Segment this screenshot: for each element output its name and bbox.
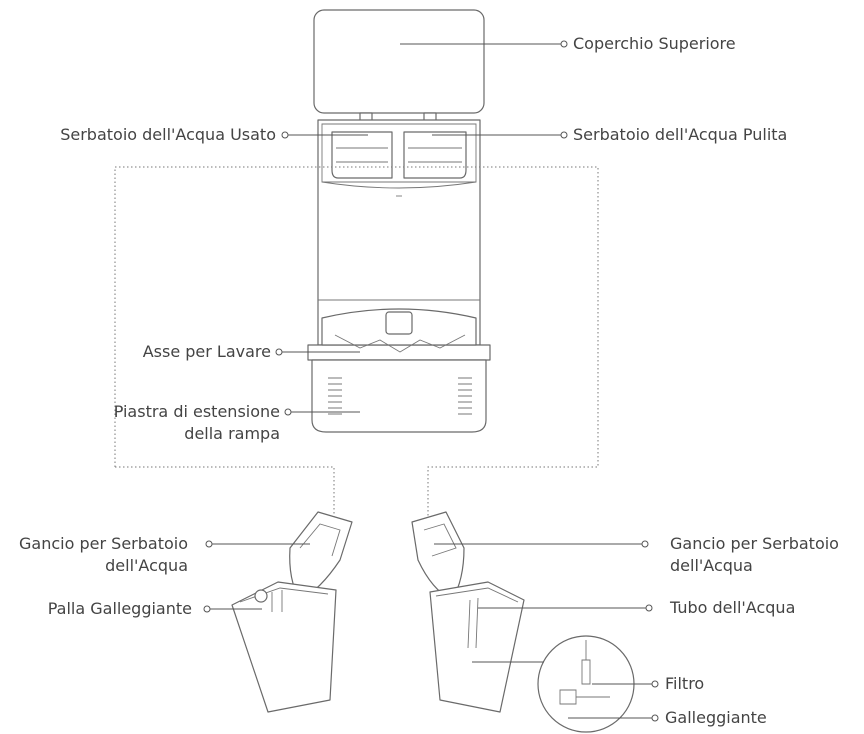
label-float-ball: Palla Galleggiante [47, 599, 192, 618]
label-filter: Filtro [665, 674, 705, 693]
explode-outline [114, 166, 599, 530]
used-tank-shape [331, 131, 393, 179]
ramp-vent-left [328, 377, 342, 415]
label-water-tube: Tubo dell'Acqua [670, 598, 796, 617]
callout-dot-hook-left [205, 540, 213, 548]
top-cover-shape [313, 9, 485, 114]
left-tank-body [231, 581, 337, 713]
right-tank-body [429, 581, 525, 713]
right-tank-lid [411, 511, 465, 601]
callout-dot-float [651, 714, 659, 722]
left-tank-part [271, 590, 283, 612]
callout-dot-ramp [284, 408, 292, 416]
ramp-vent-right [458, 377, 472, 415]
callout-dot-used-tank [281, 131, 289, 139]
right-tank-rim [435, 587, 519, 603]
left-float-ball [254, 589, 268, 603]
wash-board-center [385, 311, 413, 335]
used-tank-handle [336, 147, 388, 163]
label-top-cover: Coperchio Superiore [573, 34, 736, 53]
left-tank-rim [239, 587, 329, 603]
left-tank-drawing [231, 511, 353, 713]
ramp-plate-shape [311, 359, 487, 433]
label-hook-left-line2: dell'Acqua [105, 556, 188, 575]
label-float: Galleggiante [665, 708, 767, 727]
water-tube-shape [467, 597, 479, 649]
callout-lines [203, 40, 659, 722]
callout-dot-top-cover [560, 40, 568, 48]
base-station-drawing [307, 9, 491, 433]
label-clean-water-tank: Serbatoio dell'Acqua Pulita [573, 125, 788, 144]
label-ramp-line1: Piastra di estensione [113, 402, 280, 421]
filter-shape [581, 640, 591, 685]
right-tank-drawing [411, 511, 635, 733]
callout-dot-hook-right [641, 540, 649, 548]
callout-dot-clean-tank [560, 131, 568, 139]
label-wash-board: Asse per Lavare [142, 342, 271, 361]
clean-tank-shape [403, 131, 467, 179]
right-tank-lid-inner [423, 523, 457, 557]
compartment-lip [321, 181, 477, 189]
callout-dot-water-tube [645, 604, 653, 612]
label-hook-right-line2: dell'Acqua [670, 556, 753, 575]
clean-tank-handle [408, 147, 462, 163]
wash-board-ribs [334, 334, 466, 353]
label-used-water-tank: Serbatoio dell'Acqua Usato [60, 125, 276, 144]
label-ramp-line2: della rampa [184, 424, 280, 443]
label-hook-right-line1: Gancio per Serbatoio [670, 534, 839, 553]
left-tank-lid-inner [299, 523, 341, 557]
callout-dot-wash-board [275, 348, 283, 356]
callout-dot-float-ball [203, 605, 211, 613]
label-hook-left-line1: Gancio per Serbatoio [19, 534, 188, 553]
float-shape [559, 689, 610, 705]
callout-dot-filter [651, 680, 659, 688]
